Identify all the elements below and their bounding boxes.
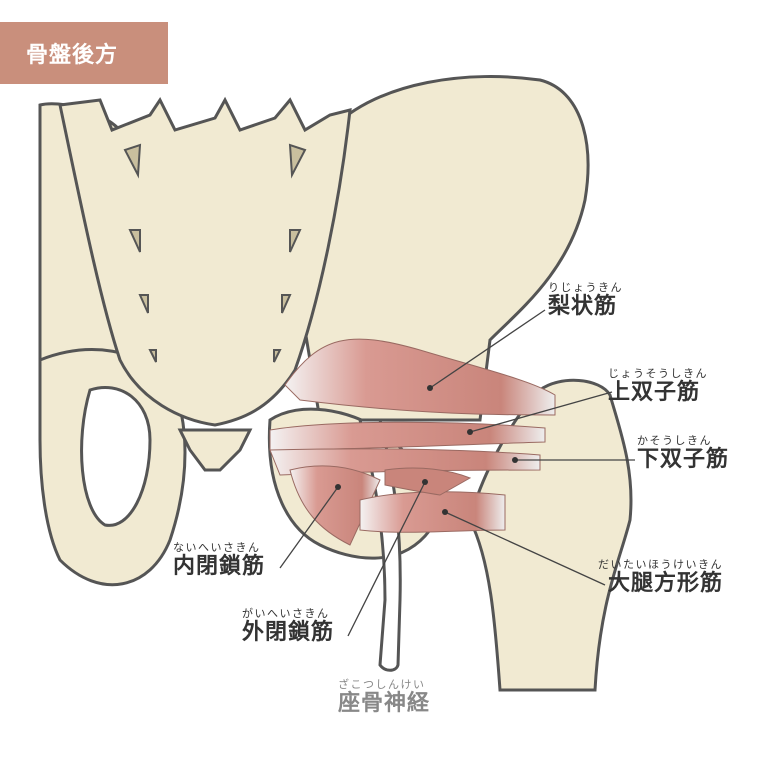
label-obturator-externus: がいへいさきん 外閉鎖筋 — [242, 607, 334, 646]
ruby: ざこつしんけい — [338, 678, 426, 691]
label-sciatic-nerve: ざこつしんけい 座骨神経 — [338, 678, 430, 717]
name: 上双子筋 — [608, 380, 701, 405]
name: 梨状筋 — [548, 294, 618, 319]
piriformis-muscle — [284, 338, 556, 416]
label-piriformis: りじょうきん 梨状筋 — [548, 281, 623, 320]
obturator-foramen-left — [80, 385, 152, 527]
page-title: 骨盤後方 — [0, 22, 168, 84]
quadratus-femoris-muscle — [359, 491, 506, 533]
ruby: りじょうきん — [548, 281, 623, 294]
name: 外閉鎖筋 — [242, 620, 335, 645]
ruby: だいたいほうけいきん — [598, 558, 723, 571]
coccyx — [177, 428, 253, 472]
label-obturator-internus: ないへいさきん 内閉鎖筋 — [173, 541, 265, 580]
label-inferior-gemellus: かそうしきん 下双子筋 — [637, 434, 729, 473]
obturator-internus-muscle — [289, 465, 381, 546]
leader-lines — [279, 309, 635, 637]
name: 下双子筋 — [637, 447, 730, 472]
sacrum — [58, 96, 352, 427]
ruby: ないへいさきん — [173, 541, 261, 554]
label-quadratus-femoris: だいたいほうけいきん 大腿方形筋 — [598, 558, 723, 597]
name: 座骨神経 — [338, 691, 431, 716]
ruby: じょうそうしきん — [608, 367, 708, 380]
name: 内閉鎖筋 — [173, 554, 266, 579]
name: 大腿方形筋 — [608, 571, 724, 596]
right-ilium — [298, 75, 590, 422]
ruby: かそうしきん — [637, 434, 712, 447]
label-superior-gemellus: じょうそうしきん 上双子筋 — [608, 367, 708, 406]
ruby: がいへいさきん — [242, 607, 330, 620]
